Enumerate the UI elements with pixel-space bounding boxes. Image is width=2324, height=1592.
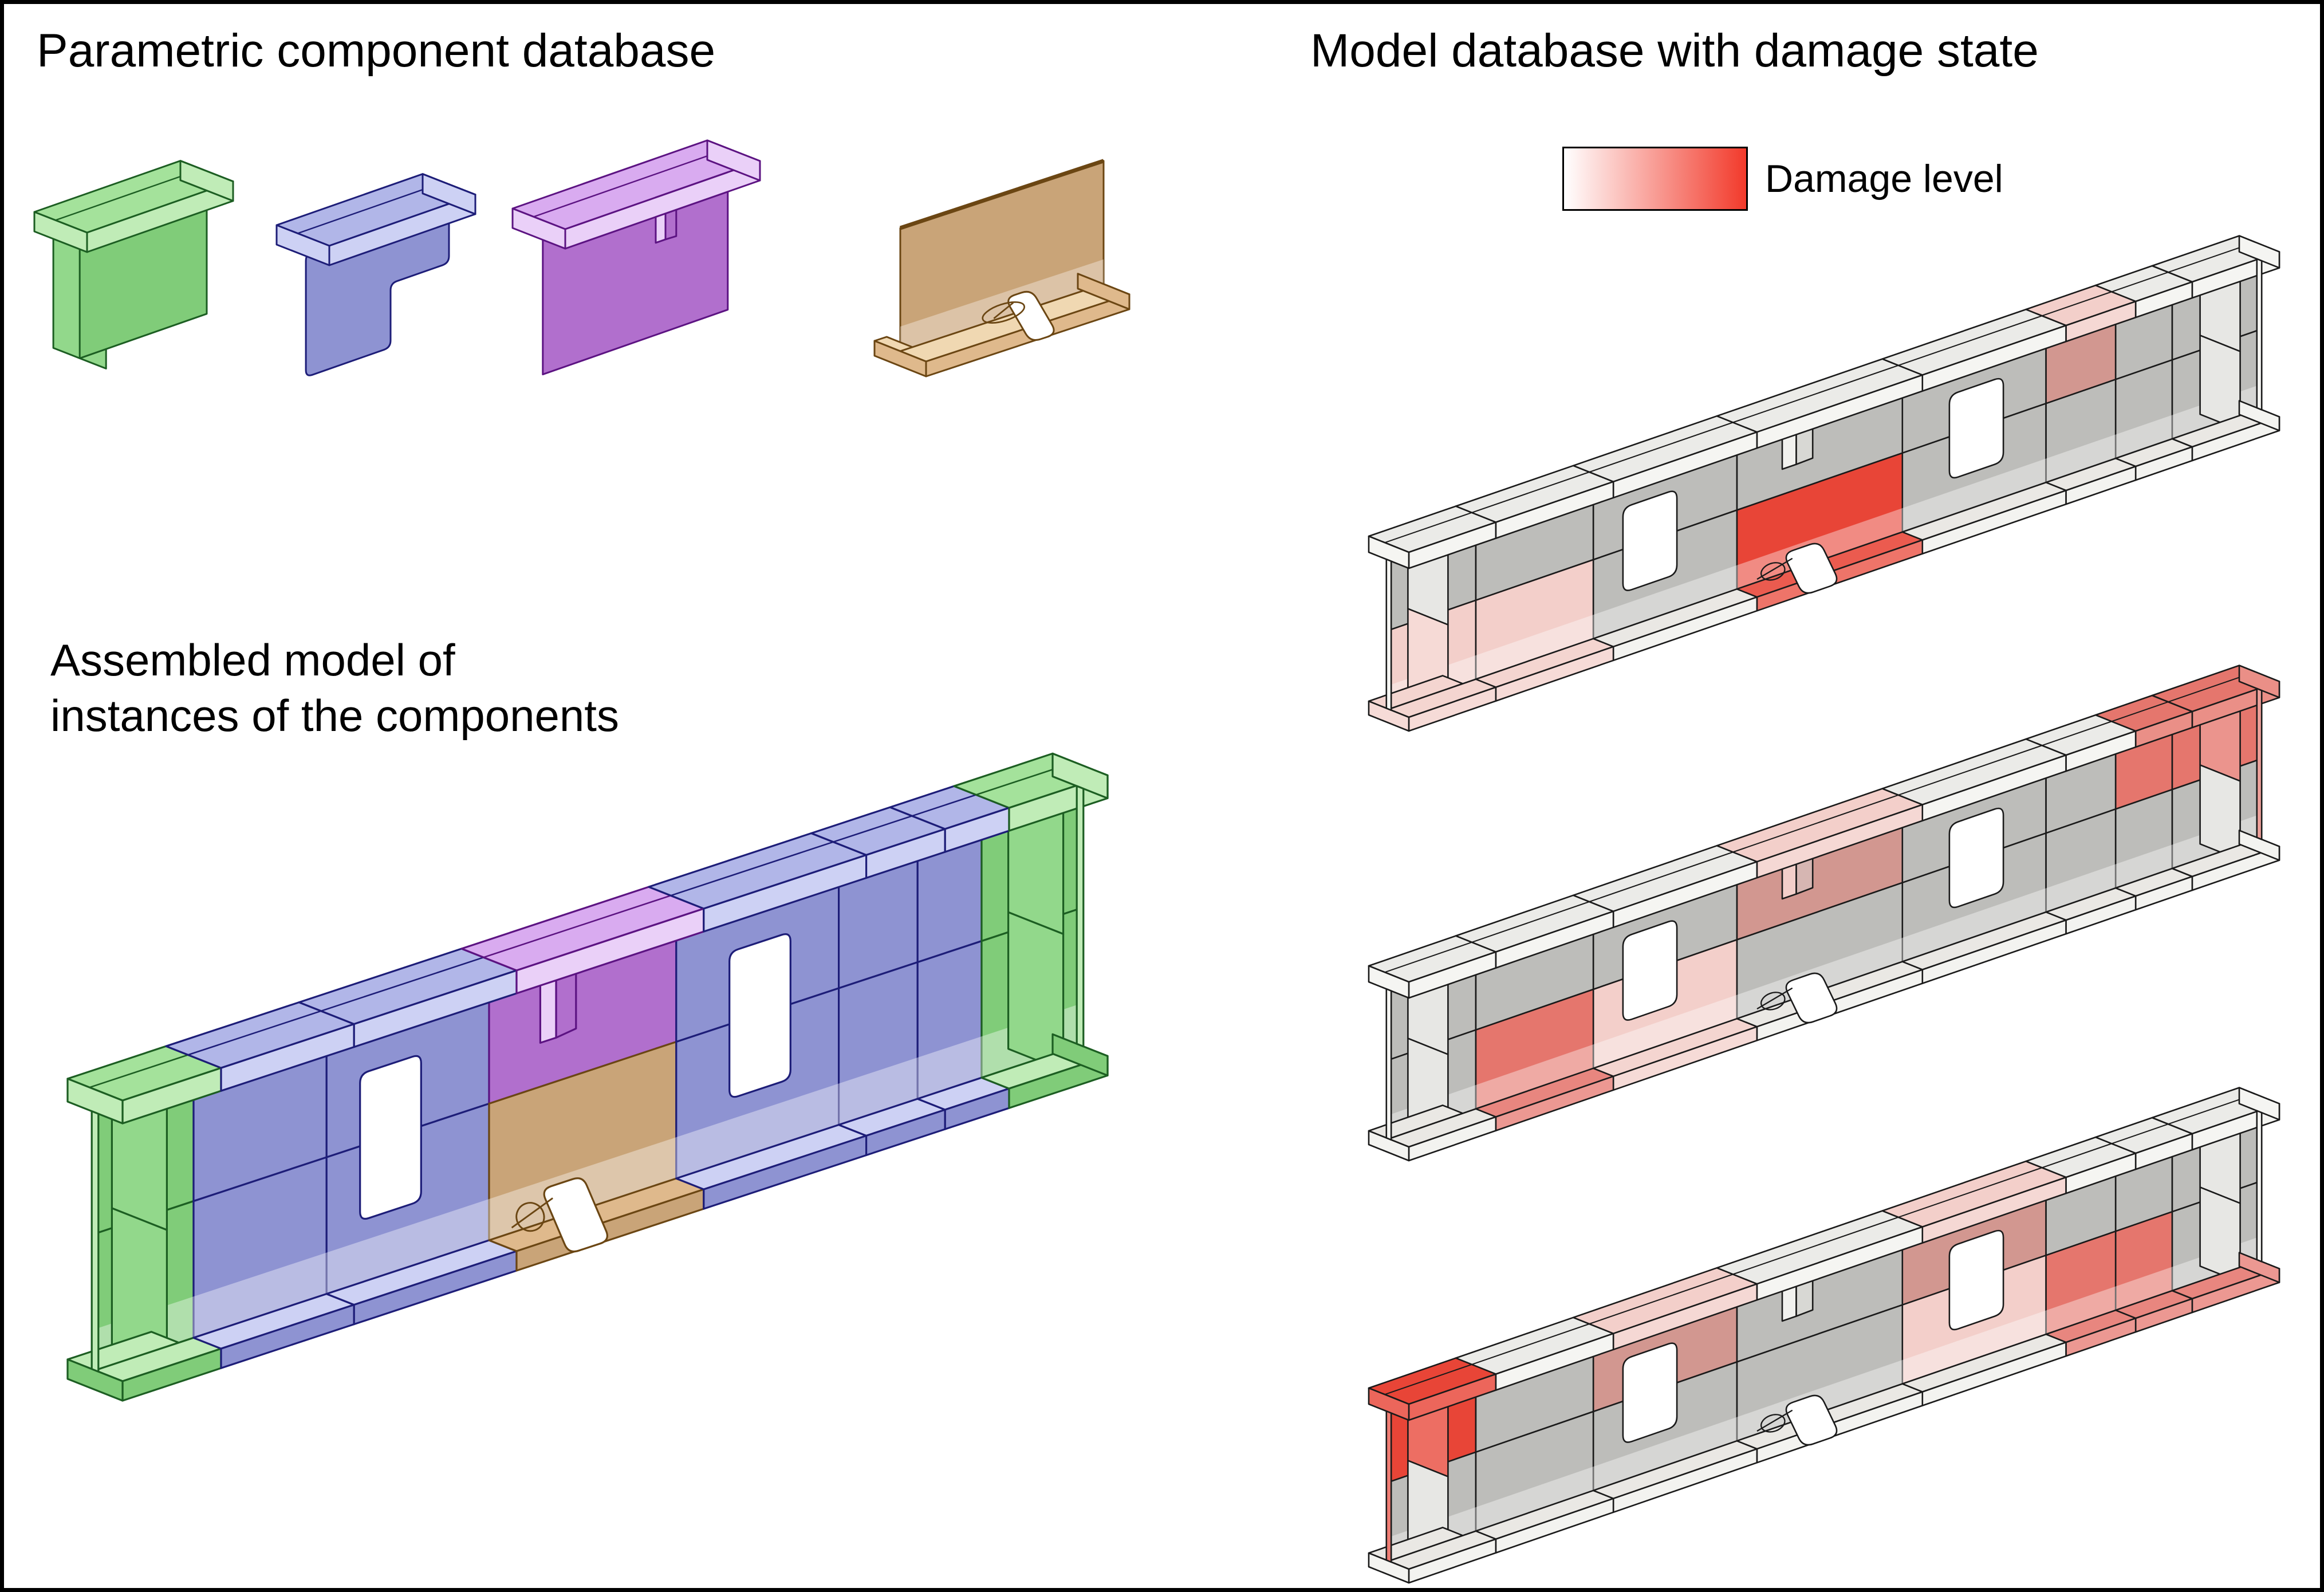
component-tan-notched-plate	[873, 159, 1131, 378]
damaged-model-girder-3	[1368, 1087, 2280, 1584]
component-blue-stepped-tee	[275, 173, 476, 376]
label-assembled-model: Assembled model of instances of the comp…	[50, 635, 619, 741]
assembled-model-girder	[66, 752, 1109, 1402]
damage-gradient-swatch	[1562, 147, 1748, 211]
damage-legend-label: Damage level	[1765, 157, 2003, 201]
component-green-tee-end	[33, 160, 234, 369]
title-model-database-damage-state: Model database with damage state	[1310, 25, 2039, 77]
damaged-model-girder-2	[1368, 665, 2280, 1162]
damaged-model-girder-1	[1368, 235, 2280, 732]
title-parametric-component-database: Parametric component database	[37, 25, 716, 77]
damage-legend: Damage level	[1562, 147, 2003, 211]
component-purple-stiffened-tee	[511, 139, 761, 376]
